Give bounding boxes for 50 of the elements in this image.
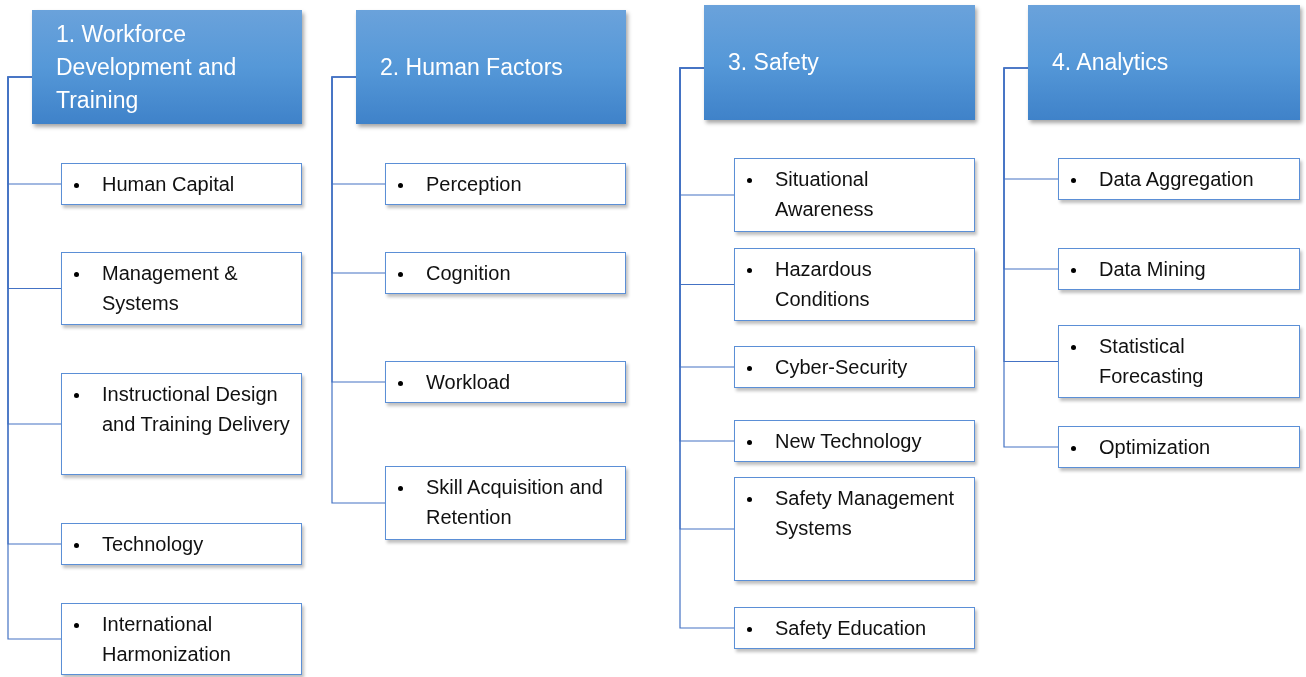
topic-box [385,163,626,205]
topic-box [734,420,975,462]
topic-box [385,466,626,540]
topic-label: Safety Management Systems [775,486,955,541]
topic-box [734,607,975,649]
topic-label: Data Mining [1099,257,1207,282]
topic-box [61,252,302,325]
topic-box [1058,325,1300,398]
topic-box [61,163,302,205]
topic-box [734,158,975,232]
topic-label: Data Aggregation [1099,167,1255,192]
topic-label: Skill Acquisition and Retention [426,475,604,530]
topic-label: Management & Systems [102,261,239,316]
topic-label: Instructional Design and Training Delivery [102,382,291,437]
topic-box [61,373,302,475]
topic-label: Cyber-Security [775,355,909,380]
connector-line [1003,67,1059,448]
category-title: 2. Human Factors [380,52,564,82]
category-header-box [704,5,975,120]
topic-box [385,252,626,294]
connector-line [679,67,735,629]
topic-box [61,603,302,675]
category-header-box [32,10,302,124]
topic-label: Cognition [426,261,512,286]
connector-line [7,76,62,640]
topic-box [734,477,975,581]
category-title: 4. Analytics [1052,48,1170,77]
topic-box [734,248,975,321]
topic-label: Hazardous Conditions [775,257,873,312]
topic-box [1058,248,1300,290]
topic-label: Situational Awareness [775,167,875,222]
topic-label: Workload [426,370,512,395]
topic-label: International Harmonization [102,612,232,667]
category-title: 1. Workforce Development and Training [56,19,238,115]
topic-label: Safety Education [775,616,928,641]
topic-box [1058,158,1300,200]
category-title: 3. Safety [728,48,820,77]
topic-label: Optimization [1099,435,1212,460]
topic-label: New Technology [775,429,923,454]
topic-box [385,361,626,403]
topic-label: Human Capital [102,172,236,197]
category-header-box [1028,5,1300,120]
topic-label: Perception [426,172,523,197]
topic-box [734,346,975,388]
category-header-box [356,10,626,124]
topic-box [61,523,302,565]
topic-label: Technology [102,532,205,557]
topic-box [1058,426,1300,468]
topic-label: Statistical Forecasting [1099,334,1205,389]
connector-line [331,76,386,504]
